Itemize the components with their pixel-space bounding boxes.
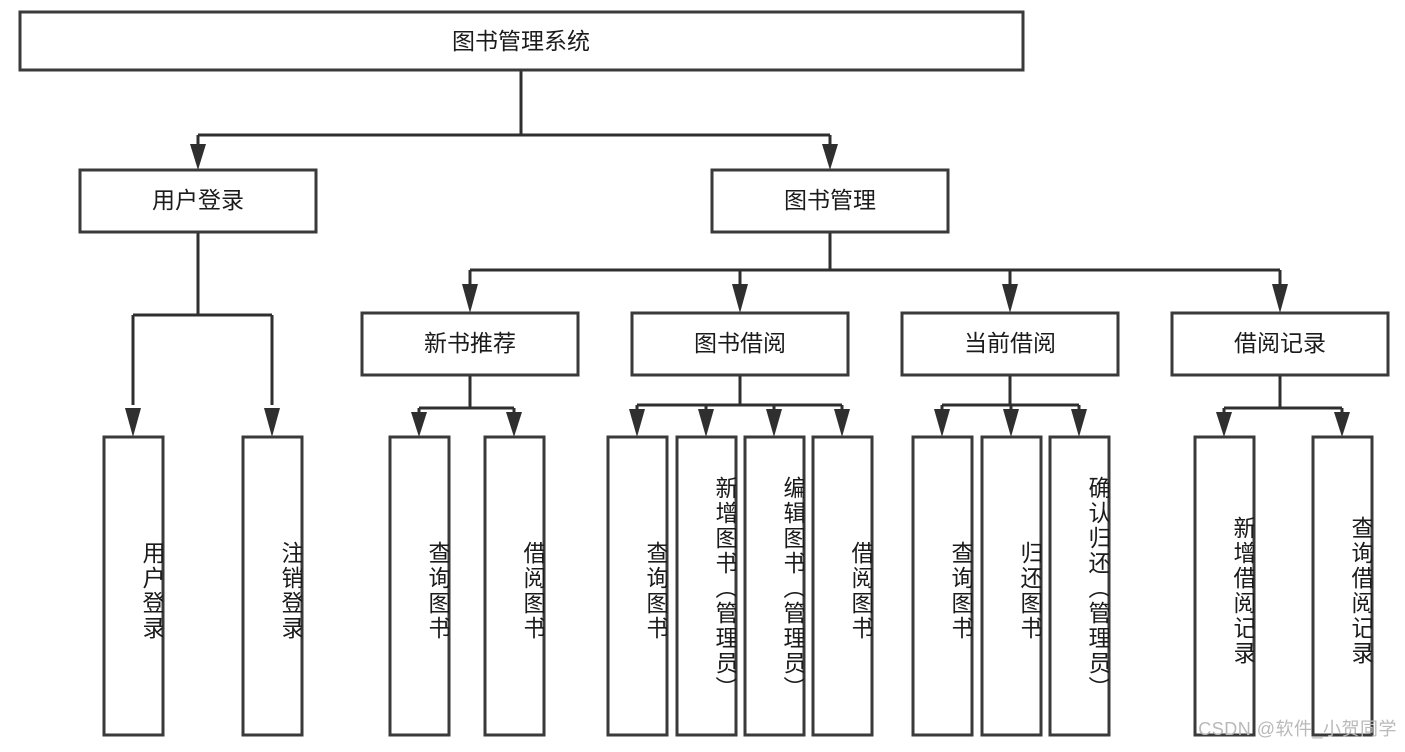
arrow-to-book-management-icon: [822, 144, 838, 170]
leaf-edit-book-label: 编辑图书（管理员）: [780, 475, 804, 701]
leaf-query-book-2[interactable]: 查询图书: [606, 435, 669, 737]
connector-group-borrow-record: [1216, 375, 1350, 437]
node-book-management[interactable]: 图书管理: [710, 168, 950, 234]
connector-group-book-borrow: [629, 375, 850, 437]
leaf-confirm-return[interactable]: 确认归还（管理员）: [1048, 435, 1111, 737]
leaf-borrow-book-1[interactable]: 借阅图书: [483, 435, 546, 737]
connector-group-current-borrow: [934, 375, 1087, 437]
node-new-book-recommend[interactable]: 新书推荐: [360, 311, 580, 377]
arrow-to-new-book-recommend-icon: [462, 284, 478, 313]
leaf-query-book-3[interactable]: 查询图书: [911, 435, 974, 737]
arrow-leaf-query-book-1-icon: [411, 412, 427, 437]
leaf-add-record-label: 新增借阅记录: [1230, 516, 1254, 666]
arrow-leaf-edit-book-icon: [766, 409, 782, 437]
connector-group-user-login: [125, 232, 280, 437]
leaf-add-record-box[interactable]: [1193, 435, 1256, 737]
leaf-query-book-1-box[interactable]: [388, 435, 451, 737]
leaf-logout-label: 注销登录: [278, 541, 302, 641]
leaf-query-book-3-label: 查询图书: [948, 541, 972, 641]
leaf-user-login-box[interactable]: [102, 435, 165, 737]
arrow-leaf-confirm-return-icon: [1071, 409, 1087, 437]
leaf-user-login[interactable]: 用户登录: [102, 435, 165, 737]
leaf-confirm-return-box[interactable]: [1048, 435, 1111, 737]
leaf-return-book-label: 归还图书: [1017, 541, 1041, 641]
node-new-book-recommend-box[interactable]: [360, 311, 580, 377]
leaf-borrow-book-2[interactable]: 借阅图书: [811, 435, 874, 737]
node-root-label: 图书管理系统: [452, 28, 590, 54]
leaf-user-login-label: 用户登录: [139, 541, 163, 641]
node-borrow-record-box[interactable]: [1170, 311, 1390, 377]
node-root[interactable]: 图书管理系统: [18, 10, 1025, 72]
node-book-borrow[interactable]: 图书借阅: [630, 311, 850, 377]
csdn-watermark: CSDN @软件_小贺同学: [1198, 719, 1397, 739]
arrow-leaf-return-book-icon: [1003, 409, 1019, 437]
leaf-return-book[interactable]: 归还图书: [980, 435, 1043, 737]
connector-group-book-management: [462, 232, 1288, 313]
connector-group-root: [190, 70, 838, 170]
leaf-query-record-label: 查询借阅记录: [1348, 516, 1372, 666]
leaf-add-book-box[interactable]: [675, 435, 738, 737]
arrow-to-current-borrow-icon: [1002, 284, 1018, 313]
arrow-leaf-logout-icon: [264, 408, 280, 437]
node-root-box[interactable]: [18, 10, 1025, 72]
leaf-add-book-label: 新增图书（管理员）: [712, 475, 736, 701]
node-book-borrow-label: 图书借阅: [694, 330, 786, 356]
arrow-leaf-borrow-book-1-icon: [506, 412, 522, 437]
arrow-leaf-user-login-icon: [125, 408, 141, 437]
leaf-borrow-book-2-label: 借阅图书: [848, 541, 872, 641]
node-user-login[interactable]: 用户登录: [78, 168, 318, 234]
node-new-book-recommend-label: 新书推荐: [424, 330, 516, 356]
leaf-query-book-2-box[interactable]: [606, 435, 669, 737]
arrow-leaf-add-book-icon: [698, 409, 714, 437]
leaf-return-book-box[interactable]: [980, 435, 1043, 737]
node-book-management-box[interactable]: [710, 168, 950, 234]
leaf-borrow-book-2-box[interactable]: [811, 435, 874, 737]
leaf-query-book-1[interactable]: 查询图书: [388, 435, 451, 737]
leaf-query-record[interactable]: 查询借阅记录: [1311, 435, 1374, 737]
leaf-logout-box[interactable]: [241, 435, 304, 737]
node-current-borrow-label: 当前借阅: [964, 330, 1056, 356]
arrow-leaf-query-book-2-icon: [629, 409, 645, 437]
node-borrow-record[interactable]: 借阅记录: [1170, 311, 1390, 377]
leaf-edit-book[interactable]: 编辑图书（管理员）: [743, 435, 806, 737]
arrow-to-user-login-icon: [190, 144, 206, 170]
arrow-leaf-add-record-icon: [1216, 412, 1232, 437]
arrow-to-book-borrow-icon: [732, 284, 748, 313]
leaf-borrow-book-1-label: 借阅图书: [520, 541, 544, 641]
leaf-edit-book-box[interactable]: [743, 435, 806, 737]
arrow-to-borrow-record-icon: [1272, 284, 1288, 313]
node-book-management-label: 图书管理: [784, 187, 876, 213]
leaf-query-book-2-label: 查询图书: [643, 541, 667, 641]
node-current-borrow-box[interactable]: [900, 311, 1120, 377]
leaf-logout[interactable]: 注销登录: [241, 435, 304, 737]
leaf-add-record[interactable]: 新增借阅记录: [1193, 435, 1256, 737]
node-borrow-record-label: 借阅记录: [1234, 330, 1326, 356]
leaf-query-book-1-label: 查询图书: [425, 541, 449, 641]
leaf-add-book[interactable]: 新增图书（管理员）: [675, 435, 738, 737]
arrow-leaf-query-book-3-icon: [934, 409, 950, 437]
leaf-confirm-return-label: 确认归还（管理员）: [1085, 475, 1109, 701]
node-current-borrow[interactable]: 当前借阅: [900, 311, 1120, 377]
connector-group-new-book-recommend: [411, 375, 522, 437]
node-user-login-box[interactable]: [78, 168, 318, 234]
node-user-login-label: 用户登录: [152, 187, 244, 213]
arrow-leaf-query-record-icon: [1334, 412, 1350, 437]
node-book-borrow-box[interactable]: [630, 311, 850, 377]
leaf-query-record-box[interactable]: [1311, 435, 1374, 737]
leaf-borrow-book-1-box[interactable]: [483, 435, 546, 737]
leaf-query-book-3-box[interactable]: [911, 435, 974, 737]
arrow-leaf-borrow-book-2-icon: [834, 409, 850, 437]
